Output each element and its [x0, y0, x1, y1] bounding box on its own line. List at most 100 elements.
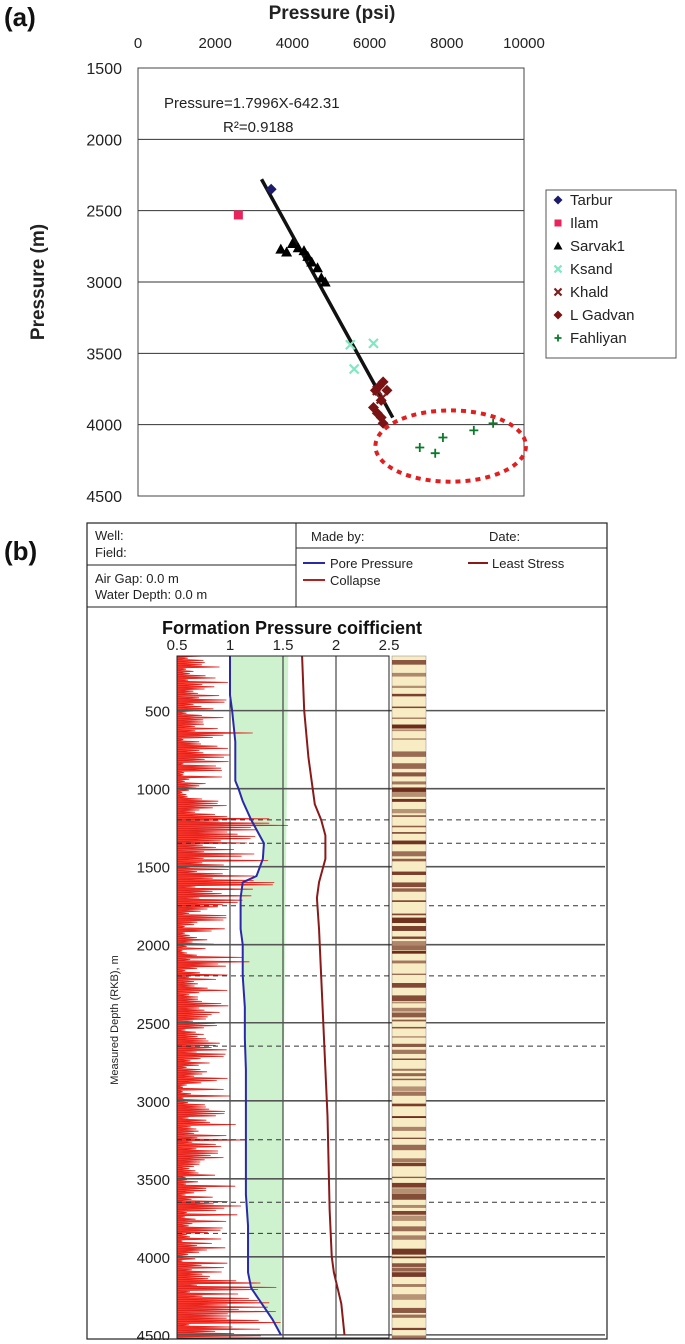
chart-a-point-sarvak1: [281, 246, 293, 257]
chart-a-legend-khald-label: Khald: [570, 284, 608, 301]
lithology-band: [392, 808, 426, 814]
chart-a-legend-ilam-marker: [554, 219, 562, 227]
chart-a-point-sarvak1: [311, 262, 323, 273]
chart-a-point-sarvak1: [292, 242, 304, 253]
chart-b-x-tick: 2.5: [379, 637, 400, 654]
chart-a-point-ksand: [368, 338, 379, 349]
lithology-band: [392, 724, 426, 729]
chart-b-spiky-trace: [176, 655, 288, 1338]
lithology-band: [392, 685, 426, 689]
lithology-band: [392, 1137, 426, 1139]
lithology-band: [392, 787, 426, 792]
lithology-band: [392, 960, 426, 964]
chart-a-legend-tarbur-label: Tarbur: [570, 192, 613, 209]
legend-label-pore-pressure: Pore Pressure: [330, 556, 413, 571]
lithology-band: [392, 1215, 426, 1221]
lithology-band: [392, 1226, 426, 1232]
lithology-band: [392, 791, 426, 797]
lithology-band: [392, 1126, 426, 1131]
chart-a-point-l-gadvan: [381, 384, 393, 396]
chart-b-title: Formation Pressure coifficient: [162, 618, 422, 638]
chart-a-point-fahliyan: [415, 442, 425, 452]
lithology-band: [392, 693, 426, 697]
chart-a-legend-ksand-label: Ksand: [570, 261, 613, 278]
chart-a-y-tick: 2500: [86, 204, 122, 221]
lithology-band: [392, 1256, 426, 1259]
panel-a-label: (a): [4, 2, 36, 32]
chart-b-x-tick: 2: [332, 637, 340, 654]
chart-a-y-tick: 3000: [86, 275, 122, 292]
chart-a-x-tick: 0: [134, 35, 142, 52]
chart-a-highlight-ellipse: [373, 408, 528, 484]
lithology-band: [392, 1267, 426, 1272]
chart-a-legend-ilam-label: Ilam: [570, 215, 598, 232]
lithology-band: [392, 832, 426, 834]
lithology-band: [392, 1235, 426, 1240]
chart-b-y-tick: 2000: [137, 938, 170, 955]
lithology-band: [392, 1086, 426, 1091]
lithology-band: [392, 1263, 426, 1267]
chart-a-x-tick: 6000: [353, 35, 386, 52]
lithology-band: [392, 888, 426, 892]
chart-a-point-ksand: [345, 339, 356, 351]
chart-b: Well: Field: Air Gap: 0.0 m Water Depth:…: [86, 522, 608, 1340]
lithology-band: [392, 729, 426, 732]
lithology-band: [392, 660, 426, 665]
chart-a-point-sarvak1: [306, 256, 318, 267]
lithology-band: [392, 900, 426, 902]
lithology-band: [392, 973, 426, 975]
lithology-band: [392, 1103, 426, 1107]
chart-a-legend-sarvak1-marker: [553, 241, 563, 250]
lithology-band: [392, 945, 426, 951]
lithology-band: [392, 1307, 426, 1313]
lithology-band: [392, 1204, 426, 1208]
chart-b-y-tick: 4500: [137, 1328, 170, 1340]
lithology-band: [392, 1001, 426, 1004]
lithology-band: [392, 1327, 426, 1331]
lithology-band: [392, 840, 426, 845]
chart-a-x-tick: 8000: [430, 35, 463, 52]
lithology-band: [392, 1284, 426, 1287]
chart-b-x-tick: 1: [226, 637, 234, 654]
lithology-band: [392, 950, 426, 954]
lithology-band: [392, 983, 426, 988]
legend-label-collapse: Collapse: [330, 573, 381, 588]
chart-a-legend-l-gadvan-label: L Gadvan: [570, 307, 635, 324]
lithology-band: [392, 913, 426, 916]
chart-a-legend-box: [545, 189, 677, 359]
header-field: Field:: [95, 545, 127, 560]
lithology-band: [392, 1007, 426, 1012]
chart-b-ylabel: Measured Depth (RKB), m: [109, 955, 121, 1085]
chart-a-point-sarvak1: [298, 245, 310, 256]
lithology-band: [392, 1210, 426, 1215]
chart-a-legend-tarbur-marker: [553, 195, 563, 205]
lithology-band: [392, 1091, 426, 1096]
lithology-band: [392, 1144, 426, 1151]
lithology-band: [392, 926, 426, 931]
chart-a-legend-fahliyan-marker: [554, 334, 562, 342]
chart-a-y-tick: 4500: [86, 489, 122, 506]
chart-a-point-fahliyan: [438, 433, 448, 443]
lithology-band: [392, 717, 426, 719]
panel-b-label: (b): [4, 536, 38, 566]
header-well: Well:: [95, 528, 124, 543]
lithology-band: [392, 1036, 426, 1038]
header-date: Date:: [489, 529, 520, 544]
header-water-depth: Water Depth: 0.0 m: [95, 587, 207, 602]
lithology-band: [392, 917, 426, 924]
chart-a-y-tick: 1500: [86, 61, 122, 78]
legend-label-least-stress: Least Stress: [492, 556, 565, 571]
chart-b-y-tick: 2500: [137, 1016, 170, 1033]
chart-a-equation-box: [152, 86, 412, 138]
lithology-band: [392, 781, 426, 785]
chart-b-y-tick: 3000: [137, 1094, 170, 1111]
lithology-band: [392, 1335, 426, 1340]
lithology-band: [392, 995, 426, 1002]
lithology-band: [392, 871, 426, 875]
chart-b-y-tick: 1000: [137, 782, 170, 799]
chart-a-r-squared: R²=0.9188: [223, 119, 293, 136]
chart-b-x-tick: 1.5: [273, 637, 294, 654]
chart-b-series-pore-pressure: [229, 656, 282, 1336]
header-air-gap: Air Gap: 0.0 m: [95, 571, 179, 586]
lithology-band: [392, 1078, 426, 1081]
